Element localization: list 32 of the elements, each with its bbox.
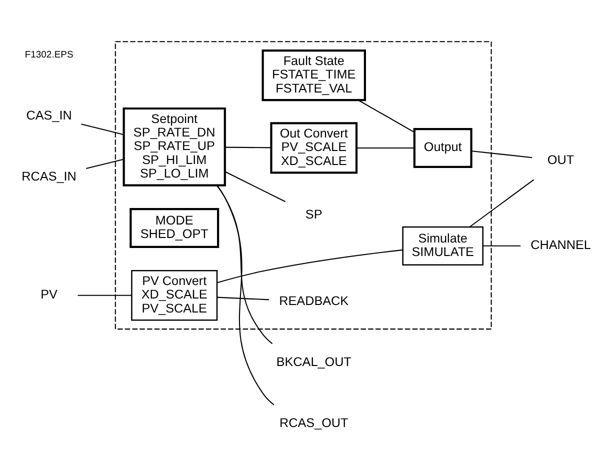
connector: [358, 99, 414, 132]
node-text: OUT: [547, 152, 574, 166]
node-box: Fault State FSTATE_TIME FSTATE_VAL: [262, 49, 366, 101]
connector: [356, 146, 414, 148]
connector: [470, 178, 534, 227]
connector: [224, 170, 286, 202]
connector: [86, 158, 124, 169]
node-box: Simulate SIMULATE: [402, 226, 484, 265]
connector: [216, 184, 274, 405]
node-text: READBACK: [279, 293, 349, 308]
node-text: RCAS_OUT: [279, 416, 348, 430]
node-text: SP: [305, 207, 322, 222]
node-box: Output: [413, 127, 472, 168]
node-box: PV Convert XD_SCALE PV_SCALE: [131, 270, 218, 320]
node-text: PV: [40, 287, 58, 302]
cluster: [114, 40, 492, 330]
label: F1302.EPS: [24, 49, 74, 60]
node-box: MODE SHED_OPT: [130, 208, 220, 248]
connector: [216, 184, 273, 344]
node-text: CAS_IN: [26, 108, 72, 122]
node-text: CHANNEL: [530, 238, 591, 252]
connector: [78, 294, 132, 296]
connector: [81, 123, 124, 135]
connector: [225, 146, 271, 148]
node-text: RCAS_IN: [22, 169, 76, 184]
node-text: BKCAL_OUT: [276, 354, 352, 369]
connector: [483, 244, 521, 246]
node-box: Setpoint SP_RATE_DN SP_RATE_UP SP_HI_LIM SP_LO_LIM: [122, 106, 226, 186]
node-box: Out Convert PV_SCALE XD_SCALE: [270, 122, 358, 174]
connector: [217, 248, 403, 283]
connector: [217, 296, 269, 300]
connector: [471, 150, 532, 158]
